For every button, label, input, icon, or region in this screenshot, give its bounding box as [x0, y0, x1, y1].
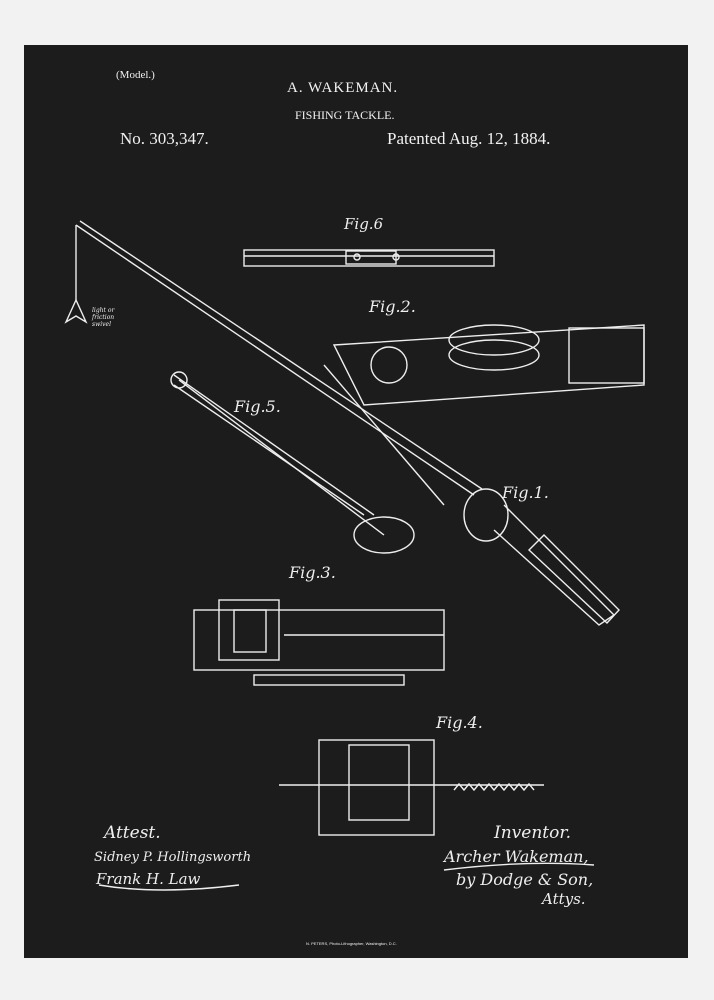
- patent-title: FISHING TACKLE.: [295, 108, 395, 122]
- signature-flourish: [98, 862, 595, 891]
- patent-drawing: [64, 220, 645, 891]
- fig3-drawing: [193, 599, 445, 686]
- patent-number: No. 303,347.: [120, 129, 209, 148]
- fig5-label: Fig.5.: [234, 397, 281, 416]
- fig1-label: Fig.1.: [502, 483, 549, 502]
- fig4-drawing: [279, 739, 544, 836]
- rod-drawing: [64, 220, 620, 626]
- inventor-signature: Archer Wakeman,: [444, 847, 589, 866]
- inventor-label: Inventor.: [494, 823, 572, 843]
- fig2-label: Fig.2.: [369, 297, 416, 316]
- patent-poster: (Model.) A. WAKEMAN. FISHING TACKLE. No.…: [24, 45, 688, 958]
- fig2-drawing: [332, 324, 645, 406]
- witness-signature-1: Sidney P. Hollingsworth: [94, 850, 252, 865]
- swivel-annotation: light or friction swivel: [92, 307, 115, 328]
- fig3-label: Fig.3.: [289, 563, 336, 582]
- attys-label: Attys.: [542, 890, 586, 908]
- fig5-drawing: [170, 371, 415, 554]
- attorney-signature: by Dodge & Son,: [456, 870, 594, 889]
- patent-date: Patented Aug. 12, 1884.: [387, 129, 551, 148]
- fig4-label: Fig.4.: [436, 713, 483, 732]
- lithographer-credit: N. PETERS, Photo-Lithographer, Washingto…: [306, 941, 397, 946]
- fig6-drawing: [243, 249, 495, 267]
- witness-signature-2: Frank H. Law: [96, 870, 201, 888]
- model-label: (Model.): [116, 69, 155, 81]
- inventor-name-heading: A. WAKEMAN.: [287, 80, 399, 96]
- attest-label: Attest.: [104, 823, 161, 843]
- fig6-label: Fig.6: [344, 215, 384, 233]
